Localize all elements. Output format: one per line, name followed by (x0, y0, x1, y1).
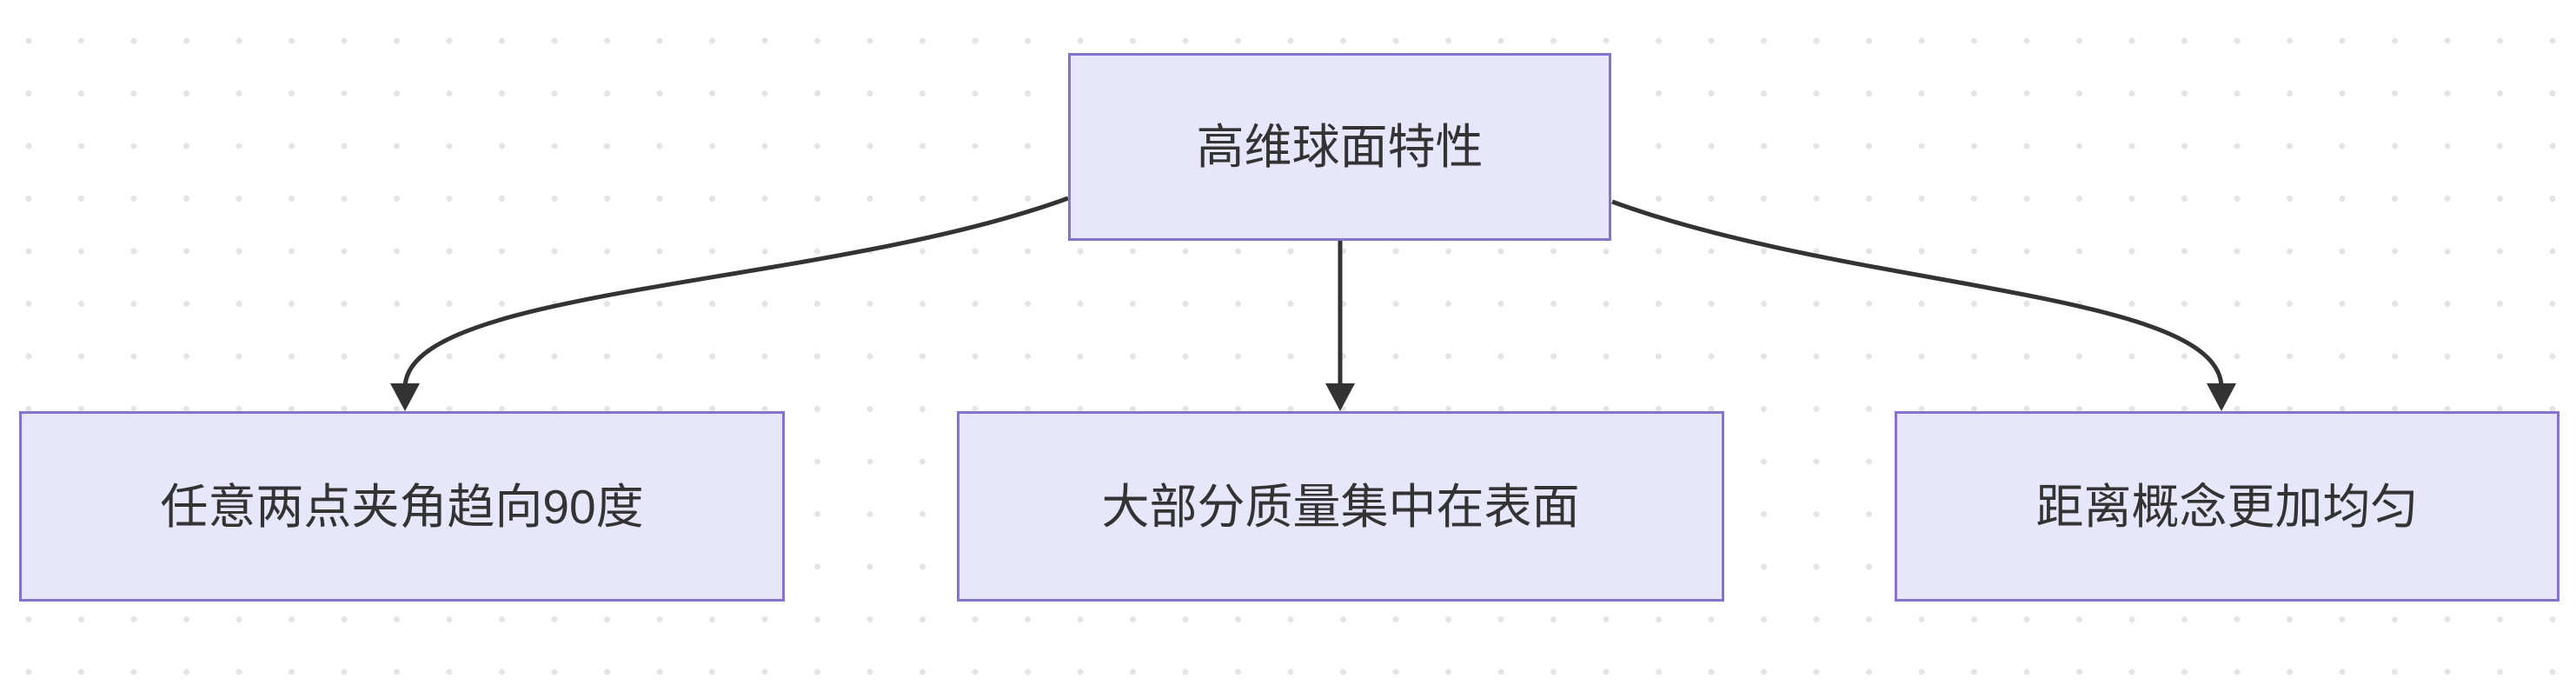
arrowhead-child3-icon (2207, 383, 2236, 411)
node-child-angle-label: 任意两点夹角趋向90度 (160, 479, 644, 534)
node-child-mass: 大部分质量集中在表面 (957, 411, 1724, 602)
node-child-mass-label: 大部分质量集中在表面 (1101, 479, 1580, 534)
edge-root-to-child1 (402, 196, 1069, 389)
edge-root-to-child3 (1611, 199, 2224, 389)
node-child-distance-label: 距离概念更加均匀 (2035, 479, 2419, 534)
arrowhead-child2-icon (1325, 383, 1355, 411)
node-child-angle: 任意两点夹角趋向90度 (19, 411, 785, 602)
node-child-distance: 距离概念更加均匀 (1895, 411, 2559, 602)
node-root: 高维球面特性 (1068, 53, 1611, 241)
node-root-label: 高维球面特性 (1196, 120, 1484, 174)
arrowhead-child1-icon (390, 383, 420, 411)
